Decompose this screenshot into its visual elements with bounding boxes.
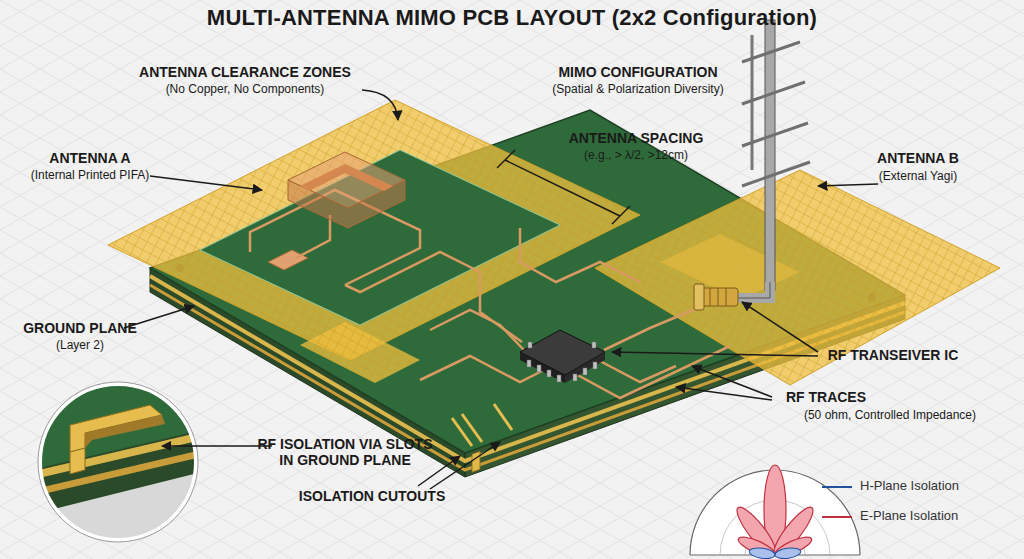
legend-text: E-Plane Isolation [860, 508, 958, 523]
title: MULTI-ANTENNA MIMO PCB LAYOUT (2x2 Confi… [207, 5, 817, 31]
callout-heading: RF TRACES [786, 389, 866, 405]
callout-note: (Layer 2) [56, 339, 104, 353]
callout-heading: ANTENNA B [877, 150, 959, 166]
callout-note: (e.g., > λ/2, >12cm) [584, 149, 688, 163]
callout-note: (Internal Printed PIFA) [31, 169, 150, 183]
callout-note: (50 ohm, Controlled Impedance) [804, 409, 976, 423]
legend-line [822, 516, 852, 518]
pifa-antenna [250, 152, 420, 285]
clearance-zone-a [108, 100, 640, 383]
callout-heading: ANTENNA A [49, 150, 130, 166]
legend-text: H-Plane Isolation [860, 478, 959, 493]
callout-heading: ISOLATION CUTOUTS [299, 488, 445, 504]
rf-trace [345, 228, 730, 398]
callout-note: (External Yagi) [879, 170, 957, 184]
callout-heading: MIMO CONFIGURATION [558, 64, 717, 80]
yagi-antenna [694, 20, 810, 310]
polar-plot [690, 465, 860, 559]
callout-heading: ANTENNA SPACING [569, 130, 704, 146]
callout-heading: ANTENNA CLEARANCE ZONES [139, 64, 351, 80]
rf-ic [520, 330, 605, 383]
callout-heading: RF ISOLATION VIA SLOTS IN GROUND PLANE [250, 436, 440, 468]
callout-note: (No Copper, No Components) [166, 83, 325, 97]
callout-note: (Spatial & Polarization Diversity) [552, 83, 723, 97]
legend-line [822, 486, 852, 488]
inset-detail [30, 380, 210, 559]
leader-arrow [124, 90, 878, 489]
callout-heading: GROUND PLANE [23, 320, 137, 336]
callout-heading: RF TRANSEIVER IC [828, 347, 959, 363]
isolation-slot [452, 404, 512, 446]
clearance-zone-b [595, 170, 1000, 385]
